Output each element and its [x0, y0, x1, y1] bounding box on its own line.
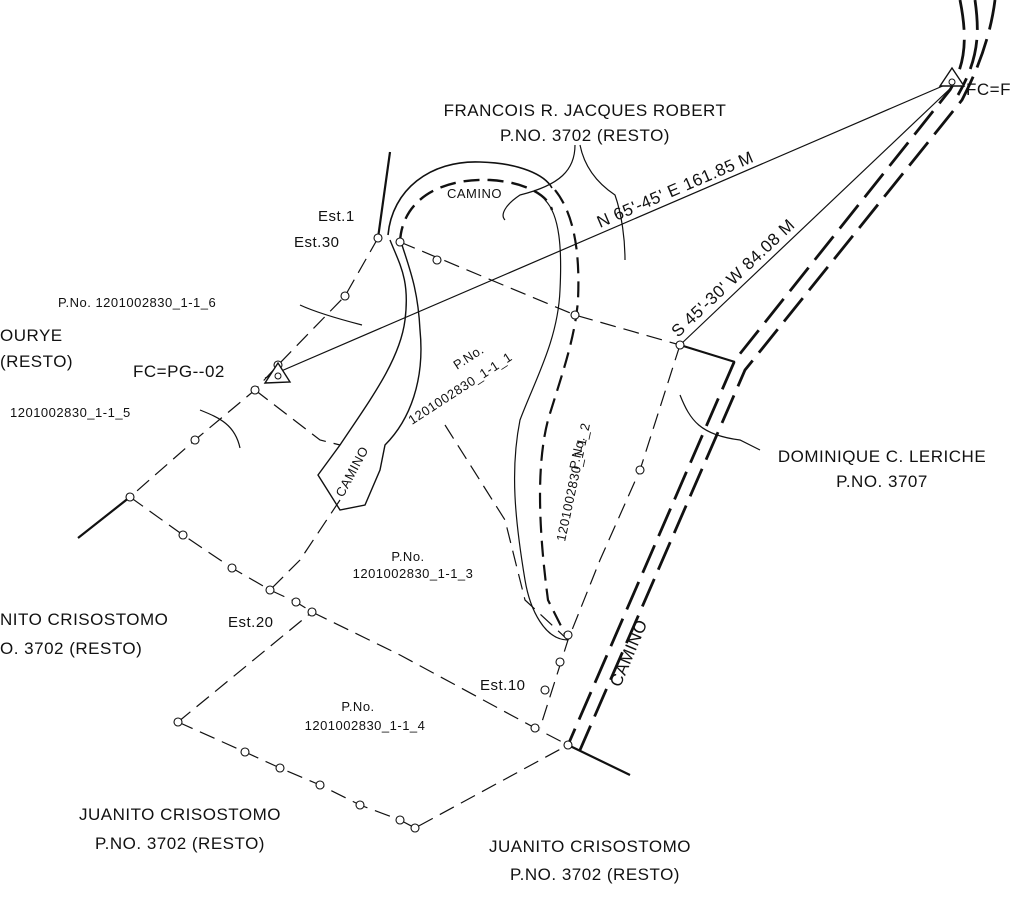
boundary-east — [539, 344, 681, 729]
bearing-label-s45: S 45'-30' W 84.08 M — [668, 215, 799, 341]
parcel-p3-title: P.No. — [391, 549, 424, 564]
road-camino-mid-label: CAMINO — [332, 444, 371, 500]
boundary-mid-left — [254, 389, 341, 446]
boundary-mid-b — [269, 499, 341, 591]
owner-east-pno: P.NO. 3707 — [836, 472, 928, 491]
leader-north-a — [502, 144, 576, 221]
control-point-right-label: FC=F — [966, 80, 1011, 99]
boundary-south-parcel — [177, 721, 569, 829]
station-point — [410, 823, 420, 833]
camino-east-strip-b — [538, 189, 580, 641]
owner-south-right-pno: P.NO. 3702 (RESTO) — [510, 865, 680, 884]
station-point — [373, 233, 383, 243]
parcel-p4-title: P.No. — [341, 699, 374, 714]
leader-north-b — [579, 144, 626, 261]
solid-line-east — [679, 343, 736, 364]
station-est30-label: Est.30 — [294, 234, 340, 251]
station-point — [190, 435, 200, 445]
triangle-control-icon — [938, 66, 966, 87]
station-est1-label: Est.1 — [318, 208, 355, 225]
station-point — [432, 255, 442, 265]
camino-loop-inner — [398, 178, 554, 243]
station-point — [227, 563, 237, 573]
station-point — [125, 492, 135, 502]
station-point — [307, 607, 317, 617]
station-point — [265, 585, 275, 595]
road-camino-main-label: CAMINO — [606, 617, 651, 690]
station-point — [675, 340, 685, 350]
station-point — [563, 740, 573, 750]
solid-line-west — [77, 496, 131, 539]
highway-edge-east — [578, 0, 997, 751]
parcel-p3-label: 1201002830_1-1_3 — [353, 566, 474, 581]
camino-west-strip-a — [317, 239, 422, 511]
owner-north-name: FRANCOIS R. JACQUES ROBERT — [444, 101, 727, 120]
station-point — [540, 685, 550, 695]
station-point — [250, 385, 260, 395]
station-est10-label: Est.10 — [480, 677, 526, 694]
station-point — [395, 815, 405, 825]
bearing-line-n65 — [264, 81, 953, 379]
station-point — [315, 780, 325, 790]
station-point — [635, 465, 645, 475]
highway-edge-west — [566, 0, 966, 746]
parcel-p5-label: 1201002830_1-1_5 — [10, 405, 131, 420]
station-point — [240, 747, 250, 757]
station-point — [178, 530, 188, 540]
station-point — [530, 723, 540, 733]
control-point-left-label: FC=PG--02 — [133, 362, 225, 381]
station-point — [173, 717, 183, 727]
station-point — [291, 597, 301, 607]
boundary-north — [399, 241, 681, 346]
leader-p5 — [199, 409, 241, 449]
owner-west-name: OURYE — [0, 326, 63, 345]
owner-sw-pno: O. 3702 (RESTO) — [0, 639, 142, 658]
solid-line-north — [376, 151, 392, 239]
owner-south-left-pno: P.NO. 3702 (RESTO) — [95, 834, 265, 853]
station-point — [555, 657, 565, 667]
boundary-mid-a — [444, 424, 569, 641]
leader-east — [679, 394, 761, 451]
parcel-p2-title: P.No. — [566, 435, 588, 471]
station-point — [563, 630, 573, 640]
control-point-marker — [948, 78, 956, 86]
camino-east-strip-a — [513, 199, 569, 641]
owner-north-pno: P.NO. 3702 (RESTO) — [500, 126, 670, 145]
parcel-p4-label: 1201002830_1-1_4 — [305, 718, 426, 733]
camino-loop-outer — [387, 161, 553, 236]
owner-west-pno: (RESTO) — [0, 352, 73, 371]
station-est20-label: Est.20 — [228, 614, 274, 631]
owner-south-left-name: JUANITO CRISOSTOMO — [79, 805, 281, 824]
bearing-label-n65: N 65'-45' E 161.85 M — [594, 148, 756, 232]
solid-line-south — [567, 744, 631, 776]
bearing-line-s45 — [679, 83, 956, 346]
highway-edge-west-2 — [956, 0, 979, 96]
station-point — [395, 237, 405, 247]
leader-p6 — [299, 304, 363, 326]
parcel-p6-label: P.No. 1201002830_1-1_6 — [58, 295, 216, 310]
owner-south-right-name: JUANITO CRISOSTOMO — [489, 837, 691, 856]
control-point-marker — [274, 372, 282, 380]
boundary-south-west — [177, 611, 313, 723]
station-point — [275, 763, 285, 773]
outer-boundary-west — [129, 237, 379, 498]
owner-east-name: DOMINIQUE C. LERICHE — [778, 447, 986, 466]
station-point — [340, 291, 350, 301]
owner-sw-name: NITO CRISOSTOMO — [0, 610, 168, 629]
road-camino-top-label: CAMINO — [447, 186, 502, 201]
station-point — [355, 800, 365, 810]
station-point — [570, 310, 580, 320]
